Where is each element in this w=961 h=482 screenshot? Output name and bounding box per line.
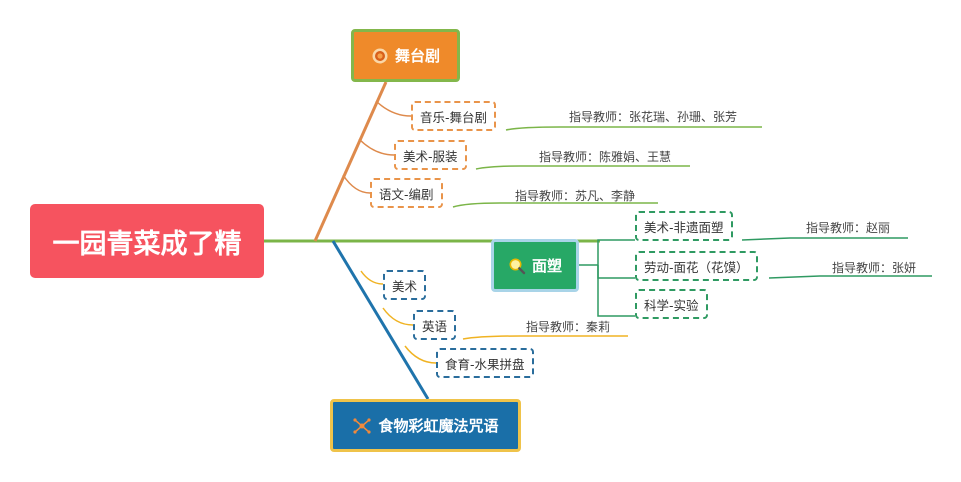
root-topic[interactable]: 一园青菜成了精 (30, 204, 264, 278)
teacher-chinese-script: 指导教师：苏凡、李静 (515, 189, 636, 203)
teacher-english: 指导教师：秦莉 (526, 320, 611, 334)
food-connector-2 (382, 307, 414, 326)
topic-stage[interactable]: 舞台剧 (351, 29, 460, 82)
stage-teacher-line-2 (475, 165, 690, 170)
network-icon (352, 416, 372, 436)
teacher-art-dough-heritage: 指导教师：赵丽 (806, 221, 891, 235)
dough-teacher-line-1 (741, 237, 908, 241)
stage-connector-1 (375, 100, 412, 117)
stage-connector-3 (342, 174, 371, 194)
teacher-music-stage: 指导教师：张花瑞、孙珊、张芳 (569, 110, 738, 124)
subtopic-art[interactable]: 美术 (383, 270, 427, 300)
topic-food[interactable]: 食物彩虹魔法咒语 (330, 399, 521, 452)
topic-food-label: 食物彩虹魔法咒语 (378, 417, 499, 435)
branch-line-stage (313, 81, 388, 242)
subtopic-science-experiment[interactable]: 科学-实验 (635, 289, 708, 319)
food-teacher-line-2 (462, 335, 628, 340)
subtopic-art-costume[interactable]: 美术-服装 (394, 140, 467, 170)
subtopic-chinese-script[interactable]: 语文-编剧 (370, 178, 443, 208)
food-connector-3 (404, 345, 437, 364)
stage-teacher-line-3 (452, 202, 658, 208)
topic-dough[interactable]: 面塑 (491, 239, 579, 292)
dough-connector-1 (597, 239, 635, 265)
subtopic-fruit-platter[interactable]: 食育-水果拼盘 (436, 348, 534, 378)
food-connector-1 (360, 270, 384, 285)
subtopic-music-stage[interactable]: 音乐-舞台剧 (411, 101, 497, 131)
dough-connector-2 (597, 265, 635, 279)
dough-connector-3 (597, 265, 635, 317)
teacher-labor-flower-bun: 指导教师：张妍 (832, 261, 917, 275)
branch-line-food (331, 240, 430, 400)
stage-teacher-line-1 (505, 126, 762, 131)
teacher-art-costume: 指导教师：陈雅娟、王慧 (539, 150, 672, 164)
dough-teacher-line-2 (768, 275, 932, 279)
subtopic-art-dough-heritage[interactable]: 美术-非遗面塑 (635, 211, 733, 241)
topic-stage-label: 舞台剧 (394, 47, 440, 65)
subtopic-labor-flower-bun[interactable]: 劳动-面花（花馍） (635, 251, 758, 281)
topic-dough-label: 面塑 (531, 257, 562, 275)
magnifier-icon (508, 257, 526, 275)
sun-icon (371, 47, 389, 65)
stage-connector-2 (358, 138, 395, 156)
subtopic-english[interactable]: 英语 (413, 310, 457, 340)
